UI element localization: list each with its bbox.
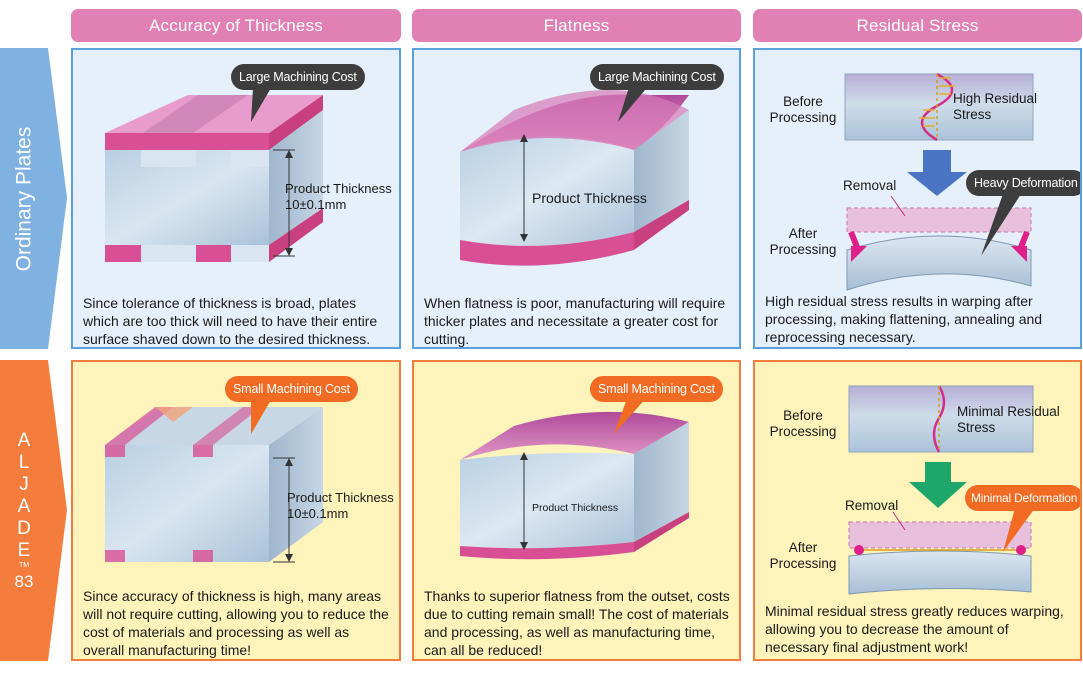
- machining-cost-bubble: Small Machining Cost: [590, 376, 723, 402]
- removal-label: Removal: [843, 178, 897, 193]
- residual-stress-process-illustration: [848, 385, 1035, 595]
- caption-ordinary-accuracy: Since tolerance of thickness is broad, p…: [83, 295, 378, 347]
- product-thickness-label: Product Thickness: [532, 190, 647, 206]
- before-processing-label: Before Processing: [769, 94, 837, 125]
- aljade-letter: D: [17, 517, 31, 539]
- removal-label: Removal: [845, 498, 899, 513]
- row-label-aljade: A L J A D E TM 83: [0, 360, 48, 661]
- caption-aljade-flatness: Thanks to superior flatness from the out…: [424, 588, 730, 658]
- panel-ordinary-flatness: Large Machining Cost Product Thickness W…: [412, 48, 741, 349]
- residual-stress-process-illustration: [844, 72, 1034, 291]
- warped-plate-illustration: [460, 84, 689, 266]
- caption-aljade-residual-stress: Minimal residual stress greatly reduces …: [765, 603, 1064, 655]
- aljade-letter: E: [17, 539, 31, 561]
- before-processing-label: Before Processing: [769, 408, 837, 439]
- thickness-tolerance-label: 10±0.1mm: [285, 197, 347, 212]
- panel-ordinary-residual-stress: Before Processing High Residual Stress R…: [753, 48, 1082, 349]
- row-label-ordinary-plates: Ordinary Plates: [12, 126, 36, 271]
- panel-ordinary-accuracy: Large Machining Cost Product Thickness 1…: [71, 48, 401, 349]
- aljade-letter: A: [17, 429, 31, 451]
- machining-cost-bubble: Large Machining Cost: [590, 64, 724, 90]
- caption-ordinary-residual-stress: High residual stress results in warping …: [765, 293, 1043, 345]
- column-header-residual-stress: Residual Stress: [753, 9, 1082, 42]
- trademark-mark: TM: [18, 561, 30, 569]
- deformation-bubble: Minimal Deformation: [965, 485, 1080, 511]
- product-thickness-label: Product Thickness: [285, 181, 392, 196]
- product-thickness-label: Product Thickness: [532, 502, 619, 514]
- aljade-number: 83: [14, 571, 34, 591]
- residual-stress-label: Minimal Residual Stress: [957, 404, 1060, 435]
- aljade-letter: A: [17, 495, 31, 517]
- after-processing-label: After Processing: [769, 540, 837, 571]
- thick-plate-illustration: [105, 88, 323, 262]
- row-tab-arrow-shape: [0, 48, 67, 349]
- deformation-bubble: Heavy Deformation: [966, 170, 1080, 196]
- machining-cost-bubble: Small Machining Cost: [225, 376, 358, 402]
- caption-ordinary-flatness: When flatness is poor, manufacturing wil…: [424, 295, 726, 347]
- precise-plate-illustration: [105, 400, 323, 563]
- aljade-letter: J: [19, 473, 29, 495]
- panel-aljade-flatness: Small Machining Cost Product Thickness T…: [412, 360, 741, 661]
- column-header-accuracy: Accuracy of Thickness: [71, 9, 401, 42]
- machining-cost-bubble: Large Machining Cost: [231, 64, 365, 90]
- row-tab-aljade: A L J A D E TM 83: [0, 360, 67, 661]
- panel-aljade-accuracy: Small Machining Cost Product Thickness 1…: [71, 360, 401, 661]
- after-processing-label: After Processing: [769, 226, 837, 257]
- thickness-tolerance-label: 10±0.1mm: [287, 506, 349, 521]
- residual-stress-label: High Residual Stress: [953, 91, 1038, 122]
- flat-plate-illustration: [460, 396, 689, 560]
- row-tab-arrow-shape: [0, 360, 67, 661]
- panel-aljade-residual-stress: Before Processing Minimal Residual Stres…: [753, 360, 1082, 661]
- column-header-flatness: Flatness: [412, 9, 741, 42]
- aljade-letter: L: [18, 451, 30, 473]
- product-thickness-label: Product Thickness: [287, 490, 394, 505]
- row-tab-ordinary-plates: Ordinary Plates: [0, 48, 67, 349]
- caption-aljade-accuracy: Since accuracy of thickness is high, man…: [83, 588, 389, 658]
